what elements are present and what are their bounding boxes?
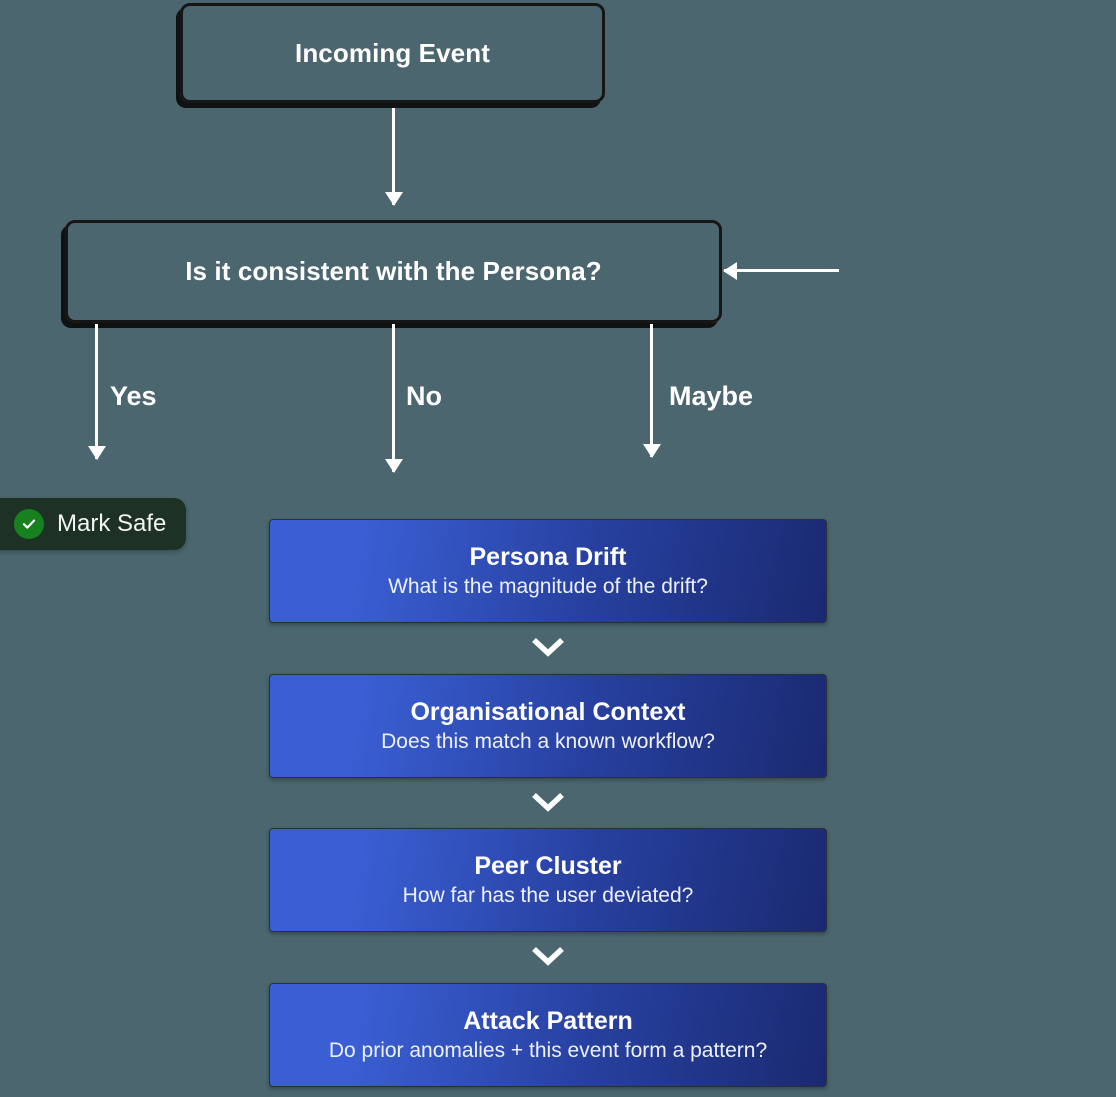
- arrow-branch-maybe: [650, 324, 653, 457]
- card-peer-cluster-title: Peer Cluster: [474, 851, 622, 880]
- card-peer-cluster[interactable]: Peer Cluster How far has the user deviat…: [269, 828, 827, 932]
- check-icon: [14, 509, 44, 539]
- card-peer-cluster-subtitle: How far has the user deviated?: [402, 884, 694, 908]
- node-decision-persona-label: Is it consistent with the Persona?: [185, 256, 602, 286]
- node-incoming-event-label: Incoming Event: [295, 37, 490, 68]
- edge-label-yes: Yes: [110, 381, 157, 411]
- chevron-down-icon: [529, 789, 567, 815]
- card-persona-drift-title: Persona Drift: [469, 542, 627, 571]
- card-attack-pattern[interactable]: Attack Pattern Do prior anomalies + this…: [269, 983, 827, 1087]
- card-organisational-context-title: Organisational Context: [410, 697, 686, 726]
- card-organisational-context[interactable]: Organisational Context Does this match a…: [269, 674, 827, 778]
- card-persona-drift[interactable]: Persona Drift What is the magnitude of t…: [269, 519, 827, 623]
- card-organisational-context-subtitle: Does this match a known workflow?: [381, 730, 715, 754]
- arrow-start-to-decision: [392, 108, 395, 205]
- edge-label-no: No: [406, 381, 442, 411]
- arrow-branch-yes: [95, 324, 98, 459]
- badge-mark-safe[interactable]: Mark Safe: [0, 498, 187, 550]
- node-incoming-event[interactable]: Incoming Event: [180, 3, 605, 103]
- card-attack-pattern-title: Attack Pattern: [463, 1006, 633, 1035]
- chevron-down-icon: [529, 943, 567, 969]
- badge-mark-safe-label: Mark Safe: [57, 510, 167, 537]
- loopback-arrow: [724, 269, 839, 272]
- arrow-branch-no: [392, 324, 395, 472]
- chevron-down-icon: [529, 634, 567, 660]
- card-persona-drift-subtitle: What is the magnitude of the drift?: [388, 575, 708, 599]
- node-decision-persona[interactable]: Is it consistent with the Persona?: [65, 220, 722, 323]
- card-attack-pattern-subtitle: Do prior anomalies + this event form a p…: [328, 1039, 768, 1063]
- edge-label-maybe: Maybe: [669, 381, 754, 411]
